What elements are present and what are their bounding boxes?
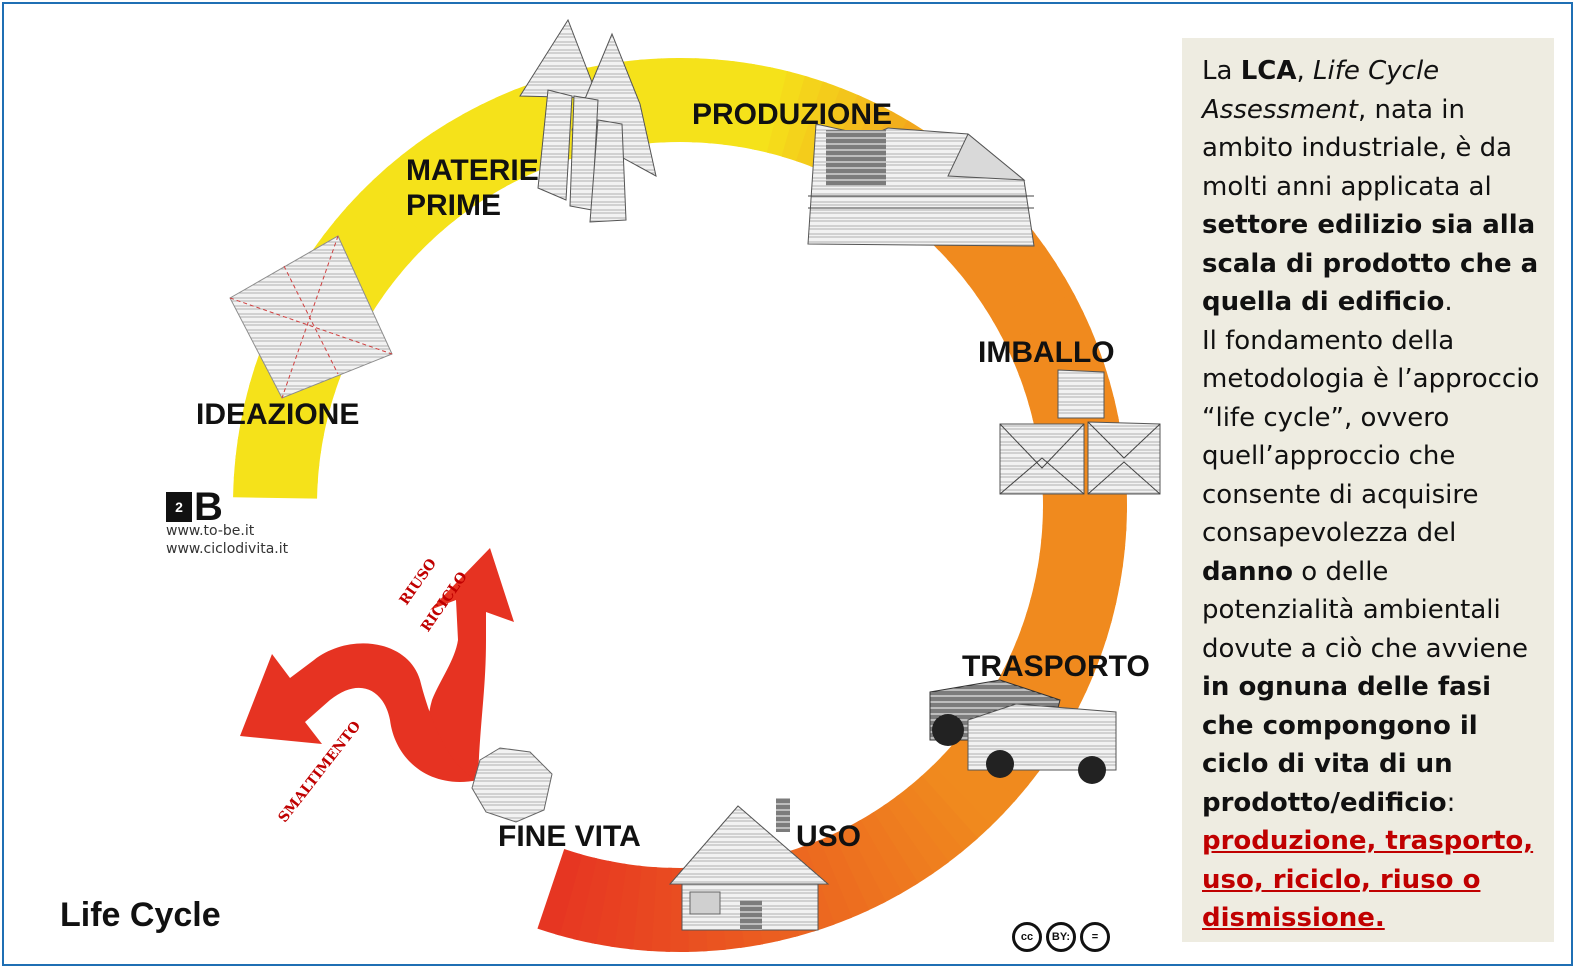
desc-text-7: : [1446,787,1456,818]
desc-text-5: Il fondamento della metodologia è l’appr… [1202,325,1540,549]
desc-text-3: , nata in ambito industriale, è da molti… [1202,94,1513,202]
fine-vita-crumpled-paper-illustration [471,747,553,823]
to-be-logo: 2 B [166,485,288,529]
to-be-brand: 2 B www.to-be.it www.ciclodivita.it [166,485,289,558]
desc-danno: danno [1202,556,1294,587]
logo-square: 2 [166,492,192,522]
stage-label-fine-vita: FINE VITA [498,820,641,853]
stage-label-materie-prime: MATERIE PRIME [406,154,539,222]
desc-fasi: in ognuna delle fasi che compongono il c… [1202,672,1492,818]
stage-label-ideazione: IDEAZIONE [196,398,360,431]
stage-label-produzione: PRODUZIONE [692,98,893,131]
materie-prime-trees-illustration [519,18,657,223]
desc-lca: LCA [1240,56,1297,86]
desc-text-6: o delle potenzialità ambientali dovute a… [1202,556,1529,664]
by-icon: BY: [1046,922,1076,952]
stage-label-trasporto: TRASPORTO [962,650,1150,683]
stage-label-imballo: IMBALLO [978,336,1115,369]
desc-text-2: , [1296,56,1313,86]
lca-description-box: La LCA, Life Cycle Assessment, nata in a… [1182,38,1554,942]
diagram-title: Life Cycle [60,896,221,934]
desc-lca-full: Life Cycle Assessment [1202,56,1440,125]
cc-icon: cc [1012,922,1042,952]
desc-phases-list: produzione, trasporto, uso, riciclo, riu… [1202,826,1534,933]
uso-house-illustration [668,798,830,931]
produzione-factory-illustration [807,123,1035,247]
imballo-boxes-illustration [999,369,1161,495]
brand-url-2: www.ciclodivita.it [166,541,289,557]
nd-icon: = [1080,922,1110,952]
cc-license-badge: cc BY: = [1012,922,1110,952]
stage-label-uso: USO [796,820,862,853]
trasporto-car-illustration [929,679,1117,784]
reuse-recycle-arrow [240,548,514,782]
desc-text-4: . [1444,287,1453,317]
desc-settore: settore edilizio sia alla scala di prodo… [1202,210,1539,317]
ring-segment [537,848,583,936]
ideazione-paper-illustration [229,235,393,399]
logo-letter: B [194,485,223,529]
desc-text-1: La [1202,56,1241,86]
brand-url-1: www.to-be.it [166,523,255,539]
